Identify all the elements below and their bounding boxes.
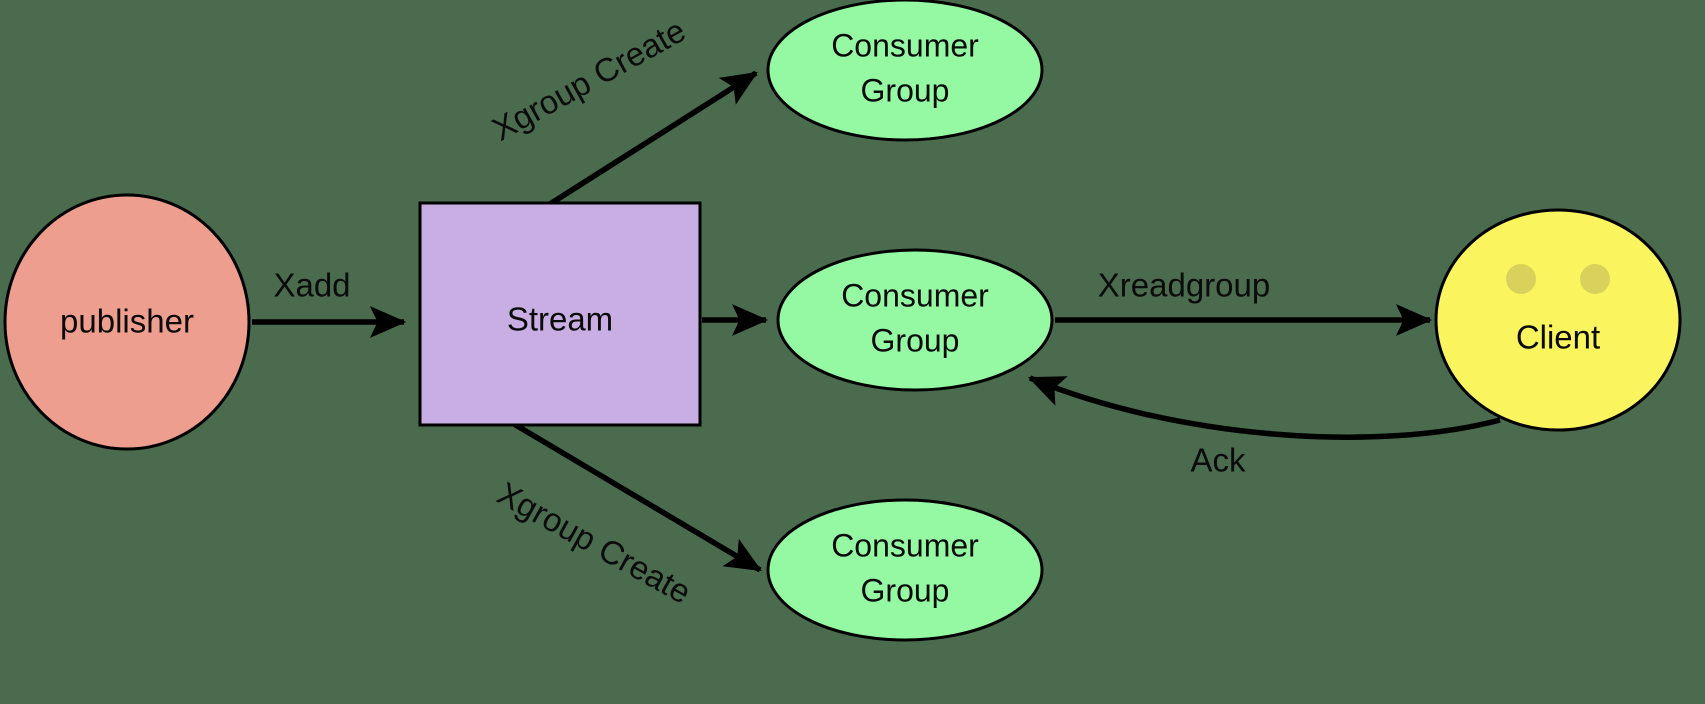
- edge-stream-to-consumer-group-bottom: Xgroup Create: [492, 421, 762, 611]
- edge-line-ack: [1027, 375, 1501, 440]
- consumer-group-bottom-label-line2: Group: [861, 572, 950, 608]
- consumer-group-top-label-line2: Group: [861, 72, 950, 108]
- consumer-group-middle-label-line1: Consumer: [841, 277, 989, 313]
- edge-label-xadd: Xadd: [273, 267, 350, 304]
- consumer-group-middle-ellipse[interactable]: [776, 248, 1054, 392]
- node-publisher[interactable]: publisher: [3, 193, 251, 451]
- client-label: Client: [1516, 319, 1600, 356]
- consumer-group-top-ellipse[interactable]: [766, 0, 1044, 142]
- edge-label-xgroup-create-top: Xgroup Create: [486, 11, 692, 147]
- edge-consumer-group-to-client: Xreadgroup: [1055, 267, 1433, 336]
- consumer-group-middle-label-line2: Group: [871, 322, 960, 358]
- client-right-eye-icon: [1580, 264, 1610, 294]
- node-client[interactable]: Client: [1434, 208, 1682, 432]
- node-stream[interactable]: Stream: [418, 201, 702, 427]
- consumer-group-bottom-ellipse[interactable]: [766, 498, 1044, 642]
- stream-label: Stream: [507, 301, 613, 338]
- stream-box[interactable]: [418, 201, 702, 427]
- publisher-label: publisher: [60, 303, 194, 340]
- edge-label-xreadgroup: Xreadgroup: [1098, 267, 1270, 304]
- edge-publisher-to-stream: Xadd: [252, 267, 407, 338]
- edge-line-xgroup-create-top: [526, 70, 758, 221]
- edge-stream-to-consumer-group-top: Xgroup Create: [486, 11, 758, 221]
- edge-label-xgroup-create-bottom: Xgroup Create: [492, 474, 698, 610]
- client-circle[interactable]: [1434, 208, 1682, 432]
- node-consumer-group-bottom[interactable]: Consumer Group: [766, 498, 1044, 642]
- node-consumer-group-middle[interactable]: Consumer Group: [776, 248, 1054, 392]
- edge-client-ack-to-consumer-group: Ack: [1027, 375, 1501, 479]
- consumer-group-top-label-line1: Consumer: [831, 27, 979, 63]
- publisher-circle[interactable]: [3, 193, 251, 451]
- edge-line-xgroup-create-bottom: [512, 421, 762, 573]
- client-left-eye-icon: [1506, 264, 1536, 294]
- edge-label-ack: Ack: [1190, 442, 1246, 479]
- consumer-group-bottom-label-line1: Consumer: [831, 527, 979, 563]
- node-consumer-group-top[interactable]: Consumer Group: [766, 0, 1044, 142]
